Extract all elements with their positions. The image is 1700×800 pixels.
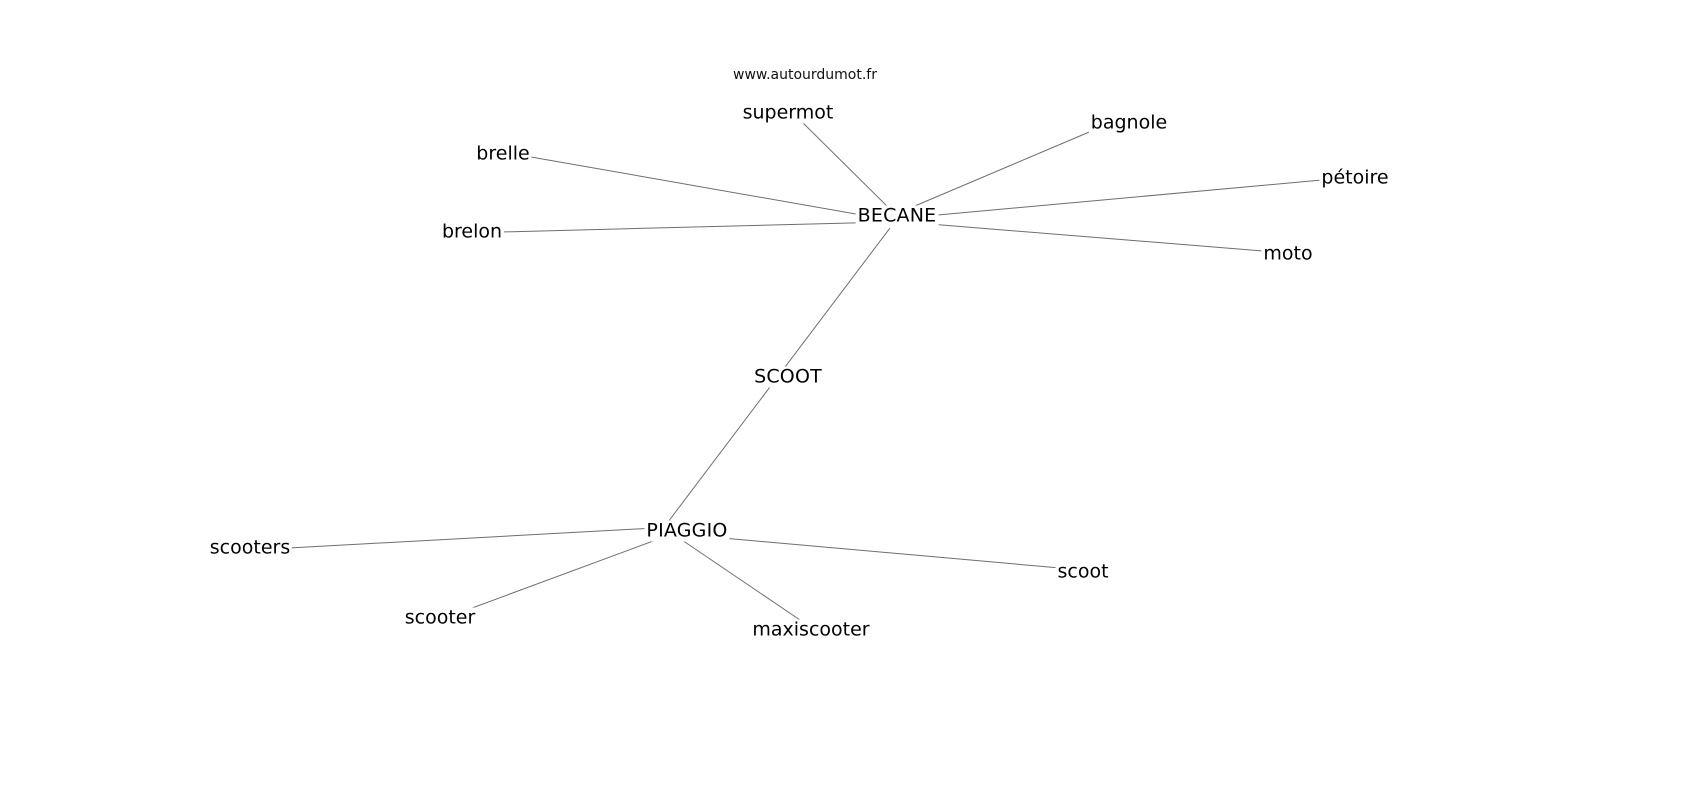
graph-node-scooters[interactable]: scooters: [207, 536, 293, 559]
graph-edge: [678, 537, 801, 621]
graph-edge: [904, 179, 1323, 219]
graph-node-supermot[interactable]: supermot: [740, 101, 836, 124]
graph-node-moto[interactable]: moto: [1261, 242, 1315, 265]
graph-edge: [500, 221, 891, 233]
graph-node-maxiscooter[interactable]: maxiscooter: [750, 618, 872, 641]
graph-node-scooter[interactable]: scooter: [402, 606, 478, 629]
graph-edge: [463, 536, 665, 612]
graph-edge: [699, 535, 1061, 569]
graph-edge: [530, 156, 891, 221]
graph-node-scoot[interactable]: SCOOT: [752, 365, 824, 388]
graph-edge: [288, 527, 656, 549]
graph-edge: [902, 129, 1095, 212]
graph-node-brelle[interactable]: brelle: [474, 142, 532, 165]
graph-edge: [904, 221, 1264, 252]
graph-node-brelon[interactable]: brelon: [439, 220, 505, 243]
graph-node-piaggio[interactable]: PIAGGIO: [644, 519, 730, 542]
site-watermark: www.autourdumot.fr: [733, 67, 877, 83]
graph-edge: [799, 119, 894, 213]
graph-node-becane[interactable]: BECANE: [855, 204, 939, 227]
graph-node-scoot[interactable]: scoot: [1055, 560, 1111, 583]
graph-node-bagnole[interactable]: bagnole: [1088, 111, 1170, 134]
graph-node-petoire[interactable]: pétoire: [1319, 166, 1391, 189]
